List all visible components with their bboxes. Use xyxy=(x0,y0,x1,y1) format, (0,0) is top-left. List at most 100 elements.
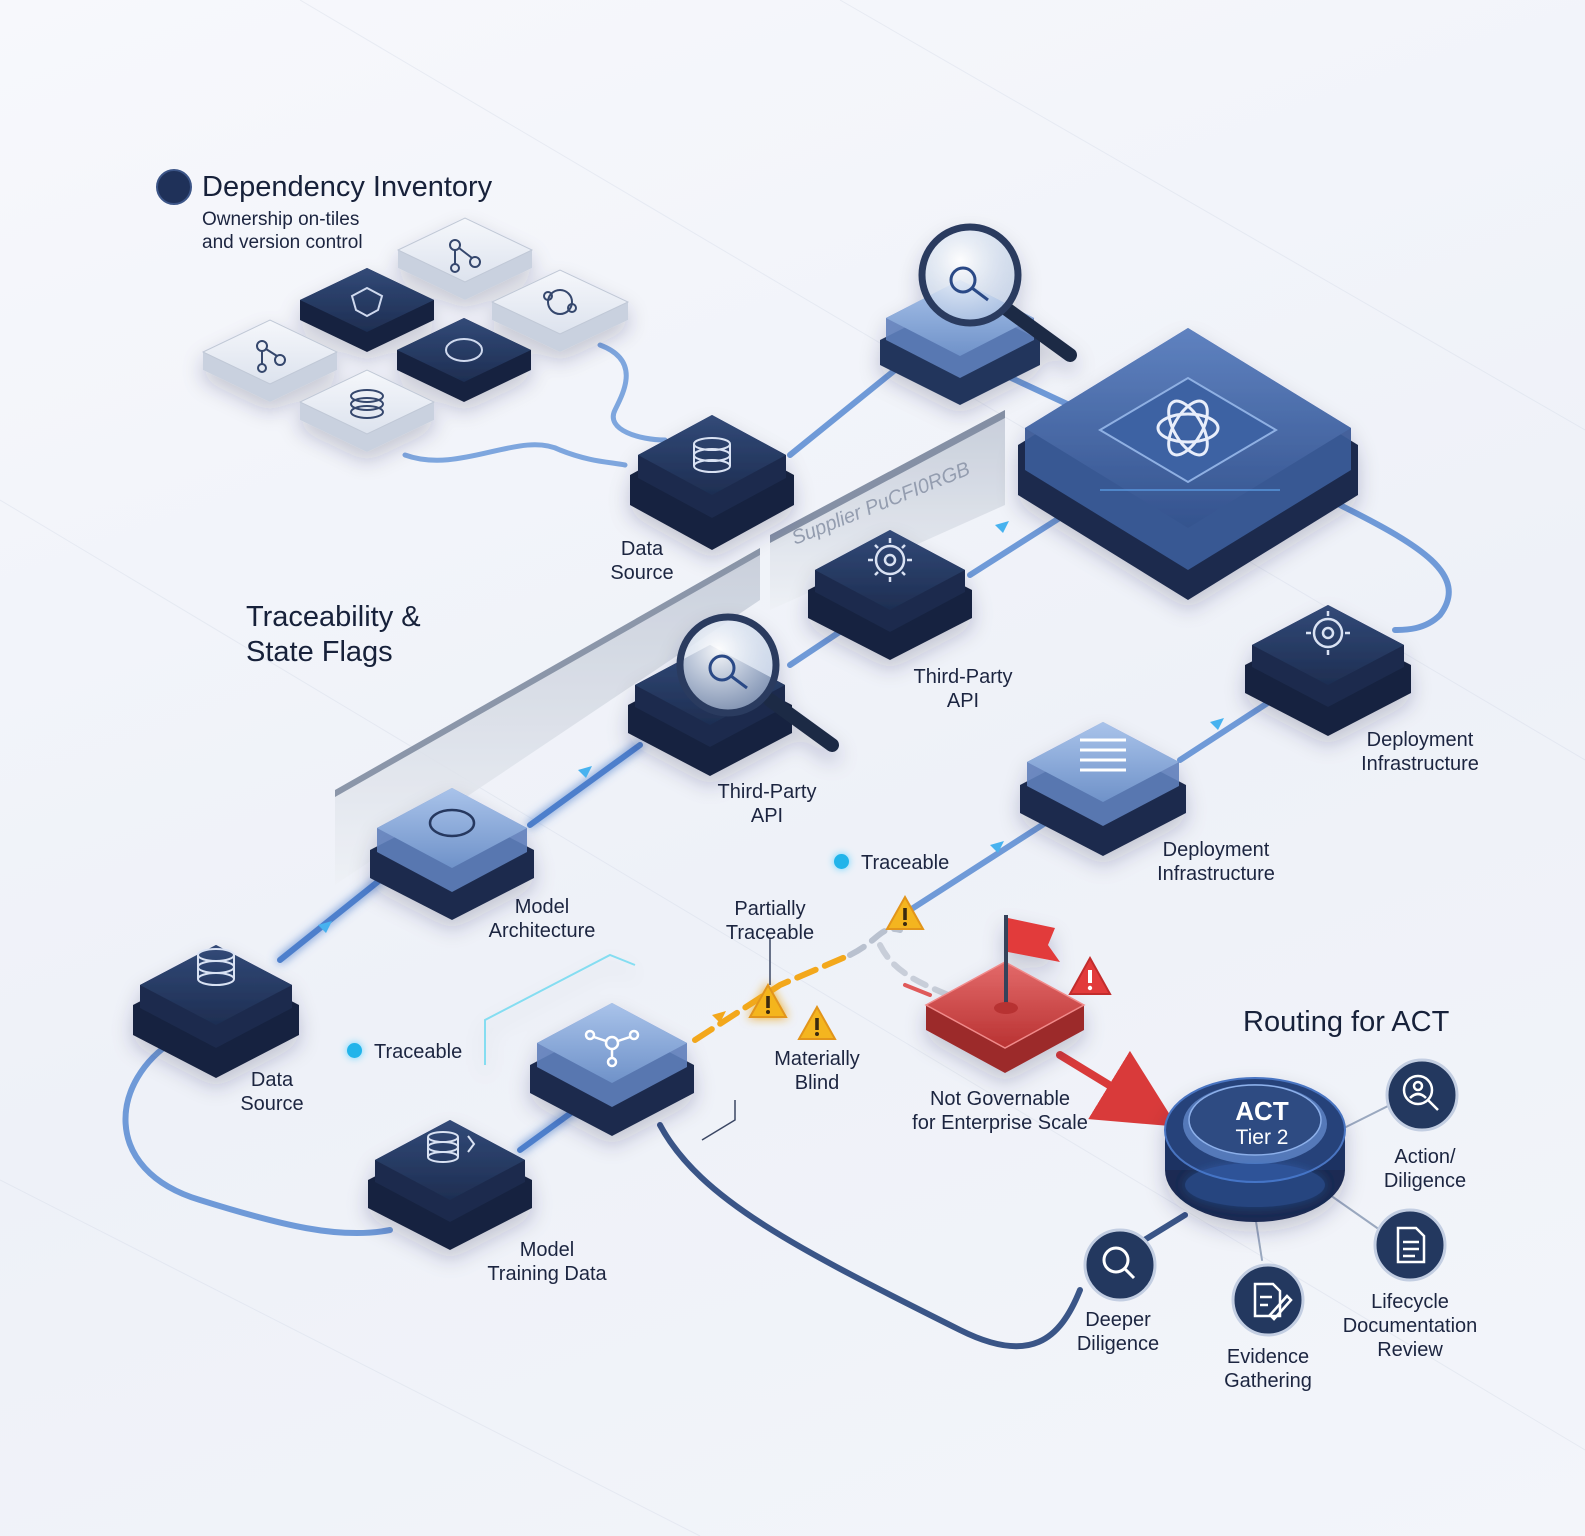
label-line: Deployment xyxy=(1366,729,1474,751)
label-third-party-api-lower: Third-Party API xyxy=(718,780,817,828)
label-line: Deployment xyxy=(1162,839,1270,861)
label-third-party-api-upper: Third-Party API xyxy=(914,665,1013,713)
label-line: Traceable xyxy=(725,922,815,944)
label-line: Third-Party xyxy=(913,666,1013,688)
inventory-tile-brain xyxy=(397,318,531,402)
flag-partially-traceable: Partially Traceable xyxy=(726,897,814,945)
inventory-tile-stack xyxy=(298,369,436,452)
label-line: for Enterprise Scale xyxy=(912,1112,1088,1134)
inventory-subtitle: Ownership on-tiles and version control xyxy=(202,208,363,254)
label-line: Action/ xyxy=(1394,1146,1456,1168)
flow-arrow xyxy=(318,921,332,933)
magnifier-icon xyxy=(1102,1246,1136,1280)
label-line: Model xyxy=(514,896,570,918)
node-data-source-bottom xyxy=(133,945,299,1078)
label-line: Diligence xyxy=(1383,1170,1467,1192)
deeper-diligence-circle xyxy=(1083,1228,1157,1302)
magnifier-icon xyxy=(676,613,839,752)
database-icon xyxy=(197,948,235,986)
flag-not-governable: Not Governable for Enterprise Scale xyxy=(912,1087,1088,1135)
label-line: Model xyxy=(519,1239,575,1261)
heading-dot xyxy=(156,169,192,205)
hierarchy-icon xyxy=(256,340,286,373)
warning-icons xyxy=(748,894,1112,1040)
label-line: Review xyxy=(1377,1339,1443,1361)
label-evidence-gathering: Evidence Gathering xyxy=(1224,1345,1312,1393)
inventory-title: Dependency Inventory xyxy=(202,171,493,203)
gear-icon xyxy=(868,538,912,582)
label-deployment-infra-mid: Deployment Infrastructure xyxy=(1157,838,1275,886)
node-model-architecture xyxy=(370,788,534,920)
flag-text: Traceable xyxy=(861,852,950,874)
label-line: Diligence xyxy=(1076,1333,1160,1355)
node-training-hub xyxy=(484,953,694,1136)
action-diligence-circle xyxy=(1385,1058,1459,1132)
supplier-panel: Supplier PиCFI0RGB xyxy=(770,410,1005,610)
label-line: Lifecycle xyxy=(1371,1291,1449,1313)
flag-traceable-right: Traceable xyxy=(834,852,949,875)
database-icon xyxy=(693,437,731,473)
act-satellites xyxy=(1083,1058,1459,1337)
brain-icon xyxy=(445,338,483,362)
label-line: Evidence xyxy=(1226,1346,1310,1368)
label-line: API xyxy=(750,805,784,827)
label-data-source-bottom: Data Source xyxy=(240,1068,303,1116)
flow-arrow xyxy=(712,1011,726,1023)
flag-text: Traceable xyxy=(374,1041,463,1063)
database-icon xyxy=(427,1131,476,1163)
label-line: Data xyxy=(250,1069,294,1091)
flow-arrow xyxy=(995,521,1009,533)
label-line: Materially xyxy=(774,1048,860,1070)
label-line: Data xyxy=(620,538,664,560)
hierarchy-icon xyxy=(449,239,481,273)
openai-knot-icon xyxy=(1156,399,1220,457)
callout-line xyxy=(701,1100,736,1141)
label-line: Source xyxy=(240,1093,304,1115)
node-third-party-api-lower xyxy=(628,613,839,776)
flow-arrows xyxy=(318,521,1224,1023)
document-icon xyxy=(1396,1226,1426,1264)
label-line: Training Data xyxy=(487,1263,607,1285)
flag-materially-blind: Materially Blind xyxy=(774,1047,860,1095)
evidence-icon xyxy=(1253,1282,1293,1321)
label-line: Source xyxy=(610,562,674,584)
act-label: ACT Tier 2 xyxy=(1235,1097,1288,1151)
routing-title: Routing for ACT xyxy=(1243,1006,1450,1038)
label-deeper-diligence: Deeper Diligence xyxy=(1077,1308,1159,1356)
label-line: Gathering xyxy=(1224,1370,1312,1392)
inventory-tile-network xyxy=(490,269,630,352)
node-not-governable xyxy=(924,915,1086,1073)
flag-icon xyxy=(994,915,1060,1014)
flow-arrow xyxy=(578,766,592,778)
label-line: Infrastructure xyxy=(1157,863,1275,885)
inventory-tile-shield xyxy=(300,268,434,352)
label-model-training-data: Model Training Data xyxy=(487,1238,606,1286)
traceable-dot-icon xyxy=(834,854,849,870)
act-title: ACT xyxy=(1235,1096,1289,1126)
inventory-subtitle-line: Ownership on-tiles xyxy=(202,209,360,230)
act-disk xyxy=(1164,1077,1346,1222)
node-deployment-infra-mid xyxy=(1020,722,1186,856)
label-line: Blind xyxy=(794,1072,840,1094)
traceable-dot-icon xyxy=(347,1043,362,1059)
label-line: Third-Party xyxy=(717,781,817,803)
label-line: API xyxy=(946,690,980,712)
node-top-glass xyxy=(880,223,1077,405)
inventory-tile-hierarchy-left xyxy=(201,319,339,402)
brain-icon xyxy=(428,808,476,838)
label-line: Deeper xyxy=(1085,1309,1151,1331)
evidence-gathering-circle xyxy=(1231,1263,1305,1337)
flow-arrow xyxy=(1210,718,1224,730)
node-central-model xyxy=(1018,328,1358,600)
traceability-title: Traceability & State Flags xyxy=(246,600,421,670)
traceability-title-line: State Flags xyxy=(246,636,393,668)
label-line: Partially xyxy=(734,898,806,920)
warning-icon xyxy=(797,1004,837,1040)
node-third-party-api-upper xyxy=(808,530,972,660)
label-line: Documentation xyxy=(1342,1315,1478,1337)
label-line: Architecture xyxy=(488,920,596,942)
gear-icon xyxy=(1306,611,1350,655)
label-line: Infrastructure xyxy=(1361,753,1479,775)
flow-arrow xyxy=(990,841,1004,853)
label-line: Not Governable xyxy=(929,1088,1071,1110)
